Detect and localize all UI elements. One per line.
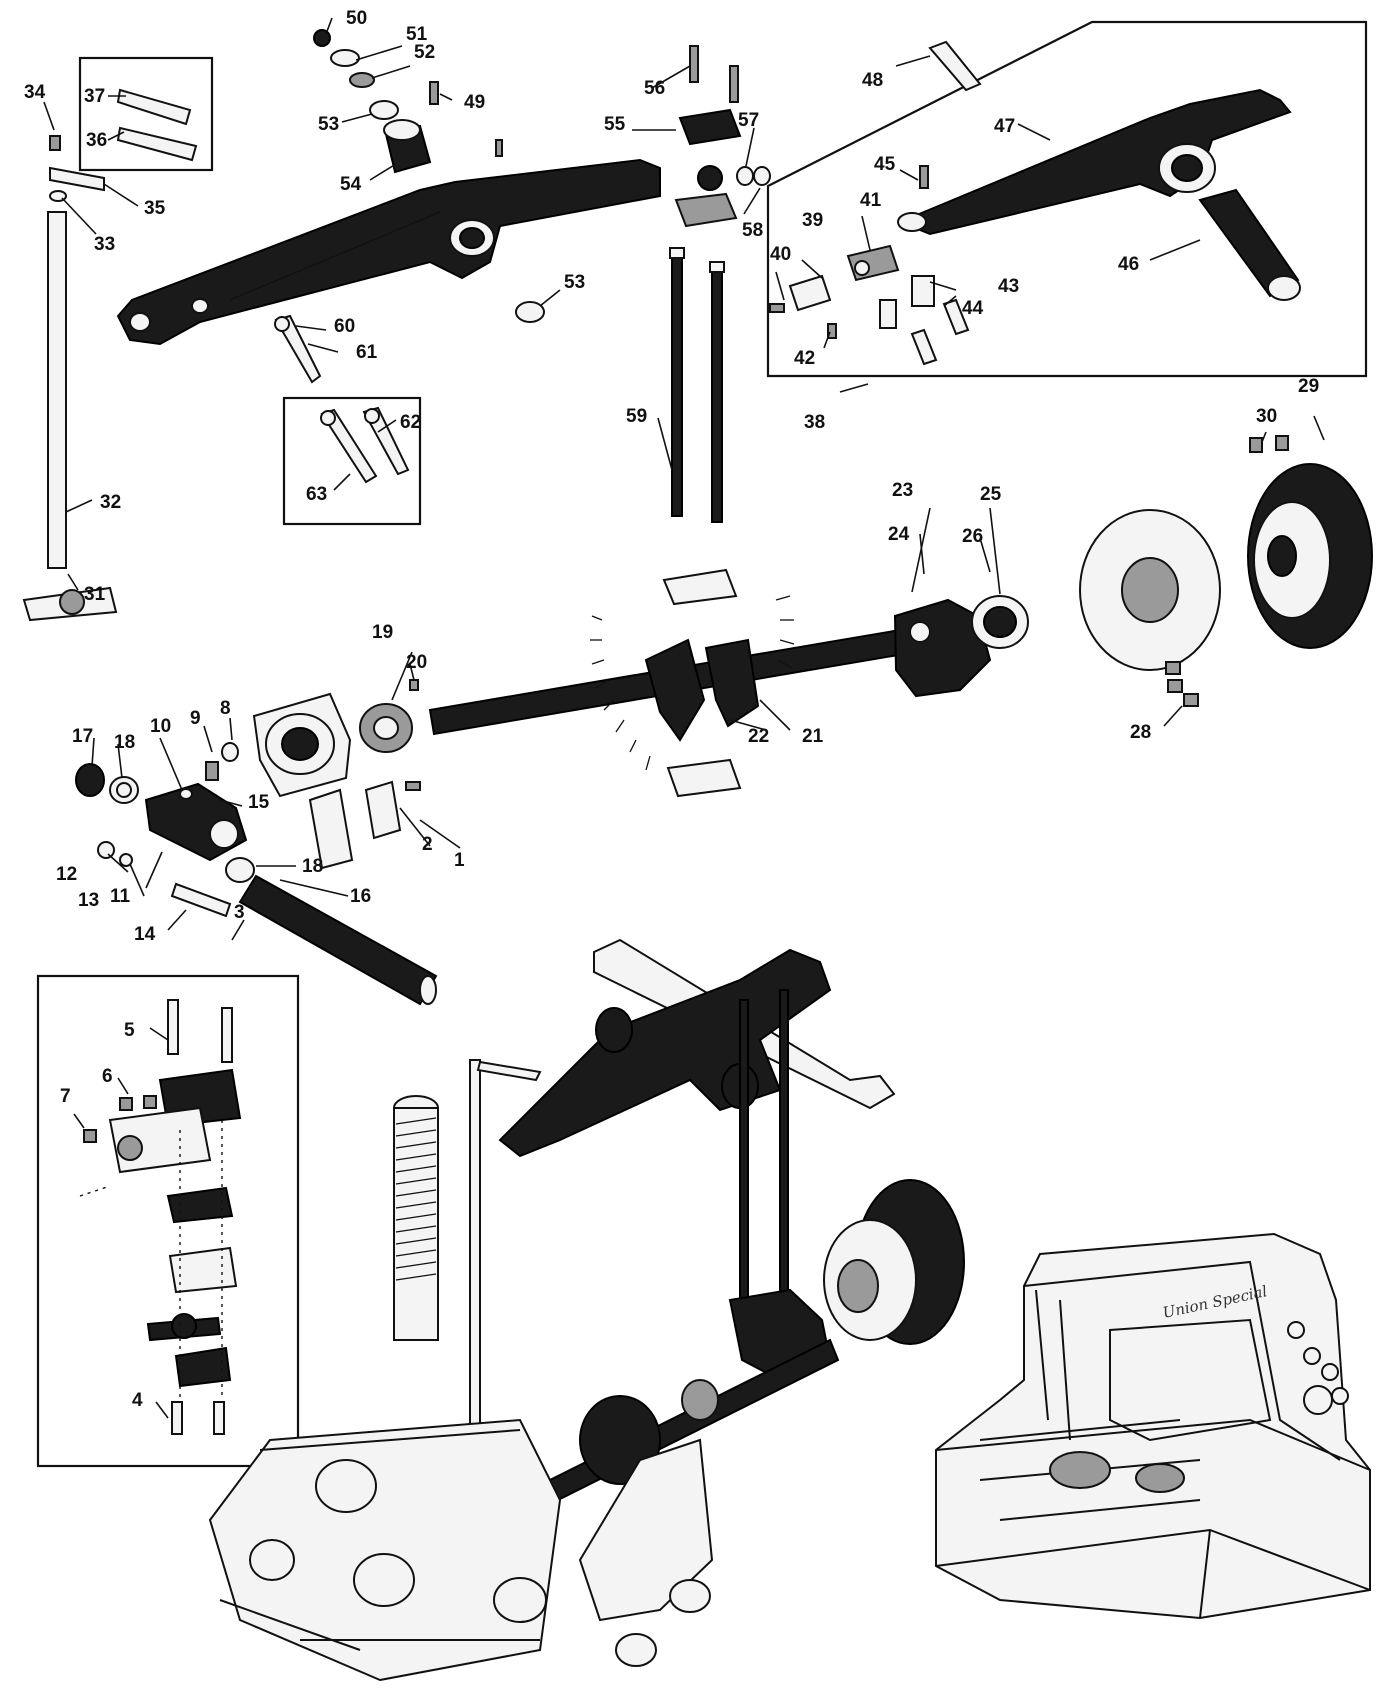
pulley-assembly <box>1079 435 1373 707</box>
callout-18-upper: 18 <box>114 732 135 753</box>
callout-4: 4 <box>132 1390 143 1411</box>
callout-55: 55 <box>604 114 626 135</box>
main-shaft-assembly <box>252 568 1029 870</box>
callout-42: 42 <box>794 348 815 369</box>
callout-9: 9 <box>190 708 201 729</box>
callout-20: 20 <box>406 652 427 673</box>
callout-15: 15 <box>248 792 270 813</box>
callout-2: 2 <box>422 834 433 855</box>
callout-11: 11 <box>110 886 131 907</box>
parts-36-37 <box>116 88 198 162</box>
callout-54: 54 <box>340 174 362 195</box>
callout-58: 58 <box>742 220 763 241</box>
callout-44: 44 <box>962 298 984 319</box>
callout-48: 48 <box>862 70 883 91</box>
callout-3: 3 <box>234 902 245 923</box>
callout-5: 5 <box>124 1020 135 1041</box>
callout-30: 30 <box>1256 406 1277 427</box>
callout-60: 60 <box>334 316 355 337</box>
callout-41: 41 <box>860 190 882 211</box>
callout-17: 17 <box>72 726 93 747</box>
callout-35: 35 <box>144 198 166 219</box>
callout-6: 6 <box>102 1066 113 1087</box>
callout-10: 10 <box>150 716 171 737</box>
callout-43: 43 <box>998 276 1019 297</box>
callout-28: 28 <box>1130 722 1151 743</box>
callout-29: 29 <box>1298 376 1319 397</box>
callout-51: 51 <box>406 24 428 45</box>
coupling-parts-4-7 <box>79 999 242 1435</box>
inset-frame-3 <box>36 974 300 1468</box>
callout-37: 37 <box>84 86 105 107</box>
callout-53-upper: 53 <box>318 114 339 135</box>
callout-57: 57 <box>738 110 759 131</box>
callout-59: 59 <box>626 406 647 427</box>
callout-63: 63 <box>306 484 327 505</box>
callout-14: 14 <box>134 924 156 945</box>
sewing-machine-illustration: Union Special <box>935 1232 1371 1620</box>
callout-62: 62 <box>400 412 421 433</box>
callout-40: 40 <box>770 244 791 265</box>
callout-21: 21 <box>802 726 824 747</box>
needle-bar-parts-31-35 <box>22 135 118 622</box>
callout-23: 23 <box>892 480 913 501</box>
callout-47: 47 <box>994 116 1015 137</box>
callout-24: 24 <box>888 524 910 545</box>
callout-leaders <box>43 17 1325 1419</box>
callout-33: 33 <box>94 234 115 255</box>
parts-62-63 <box>320 406 410 484</box>
inset-frame-62-63 <box>282 396 422 526</box>
parts-8-18 <box>75 742 438 1006</box>
inset-frame-36-37 <box>78 56 214 172</box>
callout-49: 49 <box>464 92 485 113</box>
callout-36: 36 <box>86 130 107 151</box>
callout-34: 34 <box>24 82 46 103</box>
callout-16: 16 <box>350 886 371 907</box>
callout-32: 32 <box>100 492 121 513</box>
rocker-arm-assembly <box>116 158 661 346</box>
callout-26: 26 <box>962 526 983 547</box>
callout-13: 13 <box>78 890 99 911</box>
callout-labels: 1 2 3 4 5 6 7 8 9 10 11 12 13 14 15 16 1… <box>24 8 1319 1411</box>
callout-25: 25 <box>980 484 1002 505</box>
callout-39: 39 <box>802 210 823 231</box>
parts-55-59 <box>669 45 771 523</box>
callout-61: 61 <box>356 342 378 363</box>
callout-46: 46 <box>1118 254 1139 275</box>
callout-56: 56 <box>644 78 665 99</box>
parts-60-61 <box>274 314 322 384</box>
parts-39-47 <box>769 40 1301 366</box>
callout-8: 8 <box>220 698 231 719</box>
callout-22: 22 <box>748 726 769 747</box>
callout-19: 19 <box>372 622 393 643</box>
callout-52: 52 <box>414 42 435 63</box>
callout-31: 31 <box>84 584 106 605</box>
callout-18-lower: 18 <box>302 856 323 877</box>
callout-12: 12 <box>56 864 77 885</box>
callout-1: 1 <box>454 850 465 871</box>
assembled-mechanism <box>208 938 965 1682</box>
callout-38: 38 <box>804 412 825 433</box>
callout-45: 45 <box>874 154 896 175</box>
callout-53-lower: 53 <box>564 272 585 293</box>
parts-50-54 <box>313 29 545 323</box>
callout-50: 50 <box>346 8 367 29</box>
callout-7: 7 <box>60 1086 71 1107</box>
inset-frame-38 <box>766 20 1368 378</box>
